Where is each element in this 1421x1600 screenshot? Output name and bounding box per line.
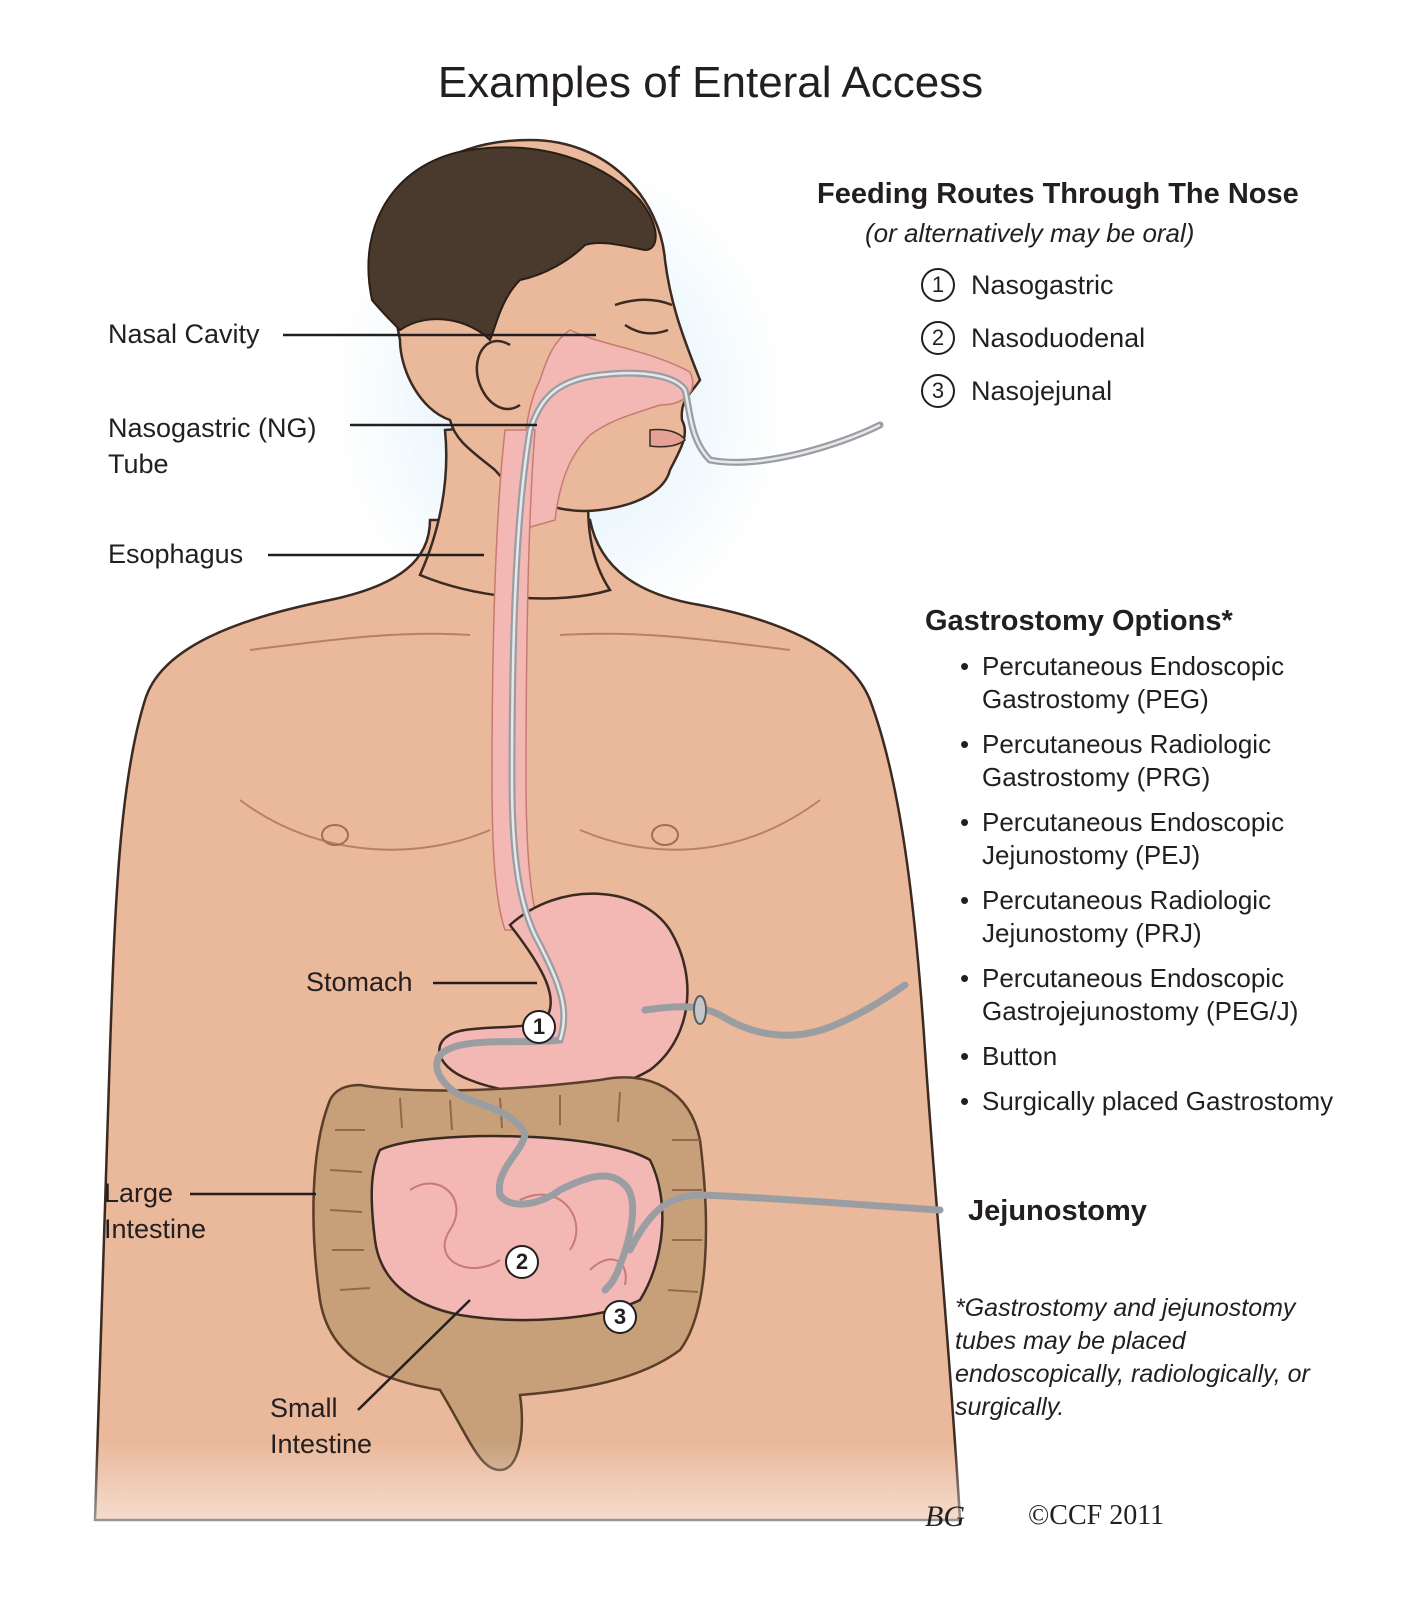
gastrostomy-option: Percutaneous Radiologic Jejunostomy (PRJ…: [960, 884, 1333, 950]
jejunostomy-tube: [626, 1191, 944, 1254]
route-number-2: 2: [921, 321, 955, 355]
gastrostomy-bolster: [693, 995, 707, 1025]
gastrostomy-option: Surgically placed Gastrostomy: [960, 1085, 1333, 1118]
copyright: ©CCF 2011: [1028, 1500, 1165, 1531]
eye: [624, 323, 669, 335]
page-title: Examples of Enteral Access: [437, 58, 984, 107]
label-large-intestine: Large Intestine: [104, 1178, 207, 1244]
gastrostomy-option: Percutaneous Radiologic Gastrostomy (PRG…: [960, 728, 1333, 794]
route-label-nasoduodenal: Nasoduodenal: [971, 322, 1146, 353]
footnote: *Gastrostomy and jejunostomy tubes may b…: [955, 1294, 1310, 1421]
eyebrow: [614, 298, 673, 307]
label-stomach: Stomach: [306, 967, 413, 997]
gastrostomy-option: Percutaneous Endoscopic Gastrojejunostom…: [960, 962, 1333, 1028]
route-label-nasojejunal: Nasojejunal: [971, 375, 1113, 406]
leader-lines: [190, 333, 596, 1411]
label-esophagus: Esophagus: [108, 539, 244, 569]
ear: [475, 339, 521, 411]
nasal-cavity-area: [519, 329, 694, 532]
nose-routes-heading: Feeding Routes Through The Nose: [817, 178, 1299, 210]
gastrostomy-options-list: Percutaneous Endoscopic Gastrostomy (PEG…: [960, 650, 1333, 1130]
artist-initials: BG: [925, 1500, 965, 1533]
marker-2: 2: [505, 1245, 539, 1279]
pectoral-line: [239, 799, 821, 851]
nipple-right: [651, 824, 679, 846]
route-item-nasoduodenal: 2 Nasoduodenal: [921, 321, 1145, 355]
route-number-3: 3: [921, 374, 955, 408]
small-intestine-folds: [409, 1182, 627, 1286]
route-item-nasogastric: 1 Nasogastric: [921, 268, 1114, 302]
route-item-nasojejunal: 3 Nasojejunal: [921, 374, 1112, 408]
nose-routes-subheading: (or alternatively may be oral): [865, 218, 1195, 248]
label-nasal-cavity: Nasal Cavity: [108, 319, 260, 349]
marker-1: 1: [522, 1010, 556, 1044]
nipple-left: [321, 824, 349, 846]
gastrostomy-option: Button: [960, 1040, 1333, 1073]
bottom-fade: [0, 1440, 1421, 1600]
gastrostomy-heading: Gastrostomy Options*: [925, 605, 1233, 637]
marker-3: 3: [603, 1300, 637, 1334]
label-small-intestine: Small Intestine: [270, 1393, 373, 1459]
route-number-1: 1: [921, 268, 955, 302]
leader-small-intestine: [357, 1299, 471, 1411]
small-intestine: [370, 1134, 664, 1322]
clavicle-line: [249, 632, 791, 651]
gastrostomy-option: Percutaneous Endoscopic Jejunostomy (PEJ…: [960, 806, 1333, 872]
lips: [649, 428, 686, 448]
route-label-nasogastric: Nasogastric: [971, 269, 1114, 300]
gastrostomy-option: Percutaneous Endoscopic Gastrostomy (PEG…: [960, 650, 1333, 716]
jejunostomy-label: Jejunostomy: [968, 1195, 1147, 1227]
label-ng-tube: Nasogastric (NG) Tube: [108, 413, 317, 479]
hair: [367, 146, 657, 342]
ng-tube-highlight: [510, 371, 881, 1041]
